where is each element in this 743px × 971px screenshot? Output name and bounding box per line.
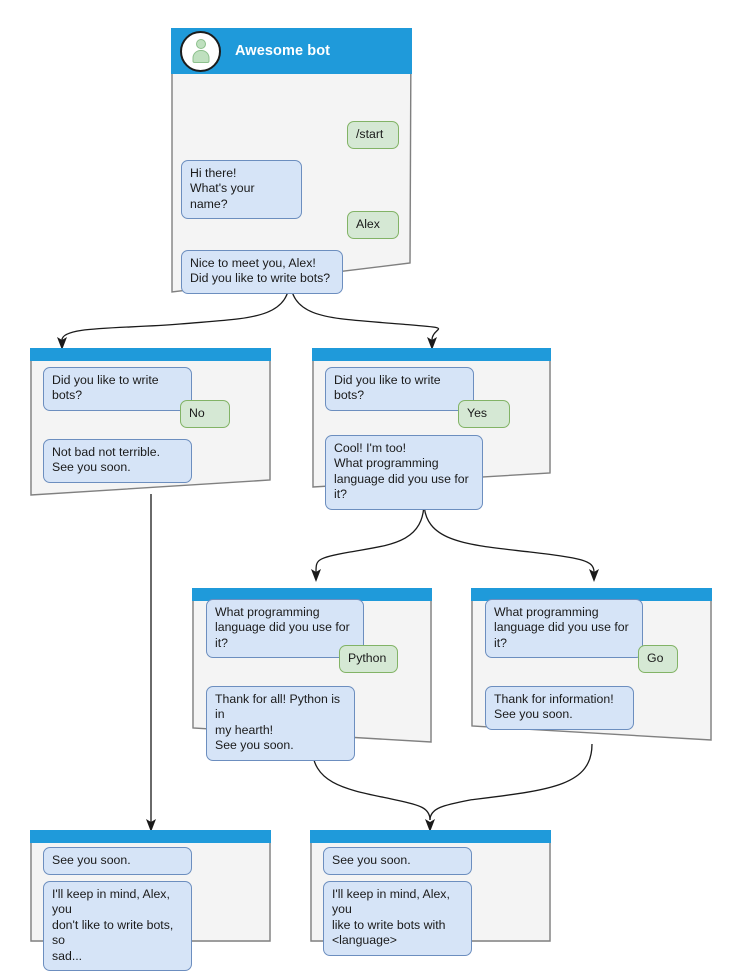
- no-branch-node-chat: Did you like to write bots? No Not bad n…: [30, 361, 271, 496]
- start-node-chat: /start Hi there! What's your name? Alex …: [171, 74, 412, 294]
- message-bubble-bot: Thank for information! See you soon.: [485, 686, 634, 730]
- end-no-node[interactable]: See you soon. I'll keep in mind, Alex, y…: [30, 830, 271, 971]
- bot-title: Awesome bot: [235, 43, 331, 59]
- message-bubble-bot: See you soon.: [323, 847, 472, 876]
- go-branch-node-header: [471, 588, 712, 601]
- end-no-node-chat: See you soon. I'll keep in mind, Alex, y…: [30, 843, 271, 971]
- yes-branch-node-chat: Did you like to write bots? Yes Cool! I'…: [312, 361, 551, 510]
- person-avatar-icon: [180, 30, 221, 72]
- python-branch-node[interactable]: What programming language did you use fo…: [192, 588, 432, 761]
- message-bubble-bot: See you soon.: [43, 847, 192, 876]
- yes-branch-node-header: [312, 348, 551, 361]
- no-branch-node[interactable]: Did you like to write bots? No Not bad n…: [30, 348, 271, 496]
- go-branch-node[interactable]: What programming language did you use fo…: [471, 588, 712, 741]
- message-bubble-bot: I'll keep in mind, Alex, you don't like …: [43, 881, 192, 971]
- message-bubble-bot: Hi there! What's your name?: [181, 160, 302, 220]
- start-node-header: Awesome bot: [171, 28, 412, 74]
- edge-yes-to-python-arrowhead: [311, 569, 321, 582]
- start-node[interactable]: Awesome bot /start Hi there! What's your…: [171, 28, 412, 294]
- message-bubble-user: Yes: [458, 400, 510, 429]
- end-no-node-header: [30, 830, 271, 843]
- message-bubble-bot: What programming language did you use fo…: [206, 599, 364, 659]
- edge-yes-to-go-arrowhead: [589, 569, 599, 582]
- edge-go-to-end: [429, 743, 593, 821]
- end-yes-node-chat: See you soon. I'll keep in mind, Alex, y…: [310, 843, 551, 956]
- python-branch-node-header: [192, 588, 432, 601]
- go-branch-node-chat: What programming language did you use fo…: [471, 599, 712, 741]
- message-bubble-bot: Did you like to write bots?: [325, 367, 474, 411]
- message-bubble-bot: Nice to meet you, Alex! Did you like to …: [181, 250, 343, 294]
- message-bubble-bot: Did you like to write bots?: [43, 367, 192, 411]
- message-bubble-user: No: [180, 400, 230, 429]
- message-bubble-bot: What programming language did you use fo…: [485, 599, 643, 659]
- message-bubble-bot: Cool! I'm too! What programming language…: [325, 435, 483, 510]
- message-bubble-bot: I'll keep in mind, Alex, you like to wri…: [323, 881, 472, 956]
- end-yes-node[interactable]: See you soon. I'll keep in mind, Alex, y…: [310, 830, 551, 956]
- message-bubble-bot: Thank for all! Python is in my hearth! S…: [206, 686, 355, 761]
- message-bubble-user: Python: [339, 645, 398, 674]
- edge-yes-to-go: [423, 501, 595, 573]
- yes-branch-node[interactable]: Did you like to write bots? Yes Cool! I'…: [312, 348, 551, 510]
- message-bubble-user: /start: [347, 121, 399, 150]
- message-bubble-user: Go: [638, 645, 678, 674]
- edge-yes-to-python: [315, 501, 425, 573]
- end-yes-node-header: [310, 830, 551, 843]
- message-bubble-bot: Not bad not terrible. See you soon.: [43, 439, 192, 483]
- message-bubble-user: Alex: [347, 211, 399, 240]
- python-branch-node-chat: What programming language did you use fo…: [192, 599, 432, 761]
- no-branch-node-header: [30, 348, 271, 361]
